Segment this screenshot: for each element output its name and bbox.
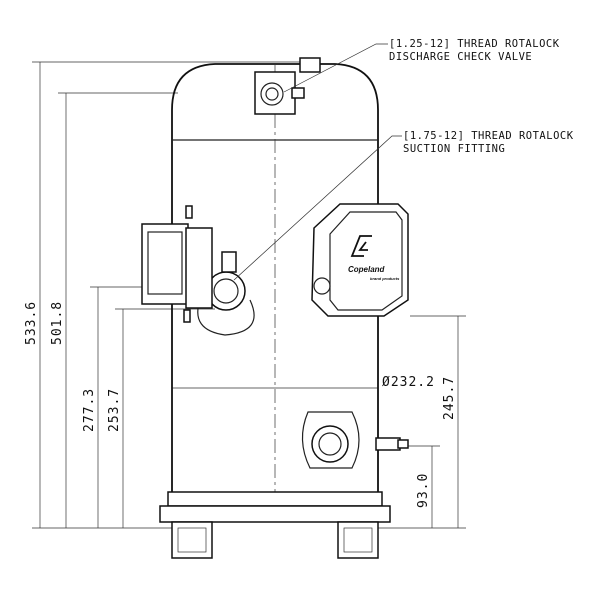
dimension-lines	[39, 62, 459, 528]
suction-note-line2: SUCTION FITTING	[403, 143, 505, 155]
dim-shell-height: 501.8	[50, 301, 65, 345]
discharge-check-valve	[254, 57, 321, 115]
suction-note-line1: [1.75-12] THREAD ROTALOCK	[403, 130, 574, 142]
oil-sight-glass	[301, 411, 409, 469]
discharge-note-line2: DISCHARGE CHECK VALVE	[389, 51, 532, 63]
terminal-box: Copeland brand products	[311, 203, 409, 317]
dim-oil-port: 93.0	[416, 473, 431, 508]
dim-overall-height: 533.6	[24, 301, 39, 345]
mounting-bracket	[141, 205, 213, 323]
leader-lines	[233, 43, 402, 281]
copeland-tagline: brand products	[370, 276, 400, 281]
dim-shell-diameter: Ø232.2	[382, 375, 435, 390]
discharge-note-line1: [1.25-12] THREAD ROTALOCK	[389, 38, 560, 50]
suction-fitting	[197, 251, 255, 336]
dim-terminal-box: 245.7	[442, 376, 457, 420]
dim-suction-inner: 253.7	[107, 388, 122, 432]
dim-suction-outer: 277.3	[82, 388, 97, 432]
compressor-shell	[159, 63, 391, 559]
copeland-logo: Copeland	[348, 265, 386, 274]
